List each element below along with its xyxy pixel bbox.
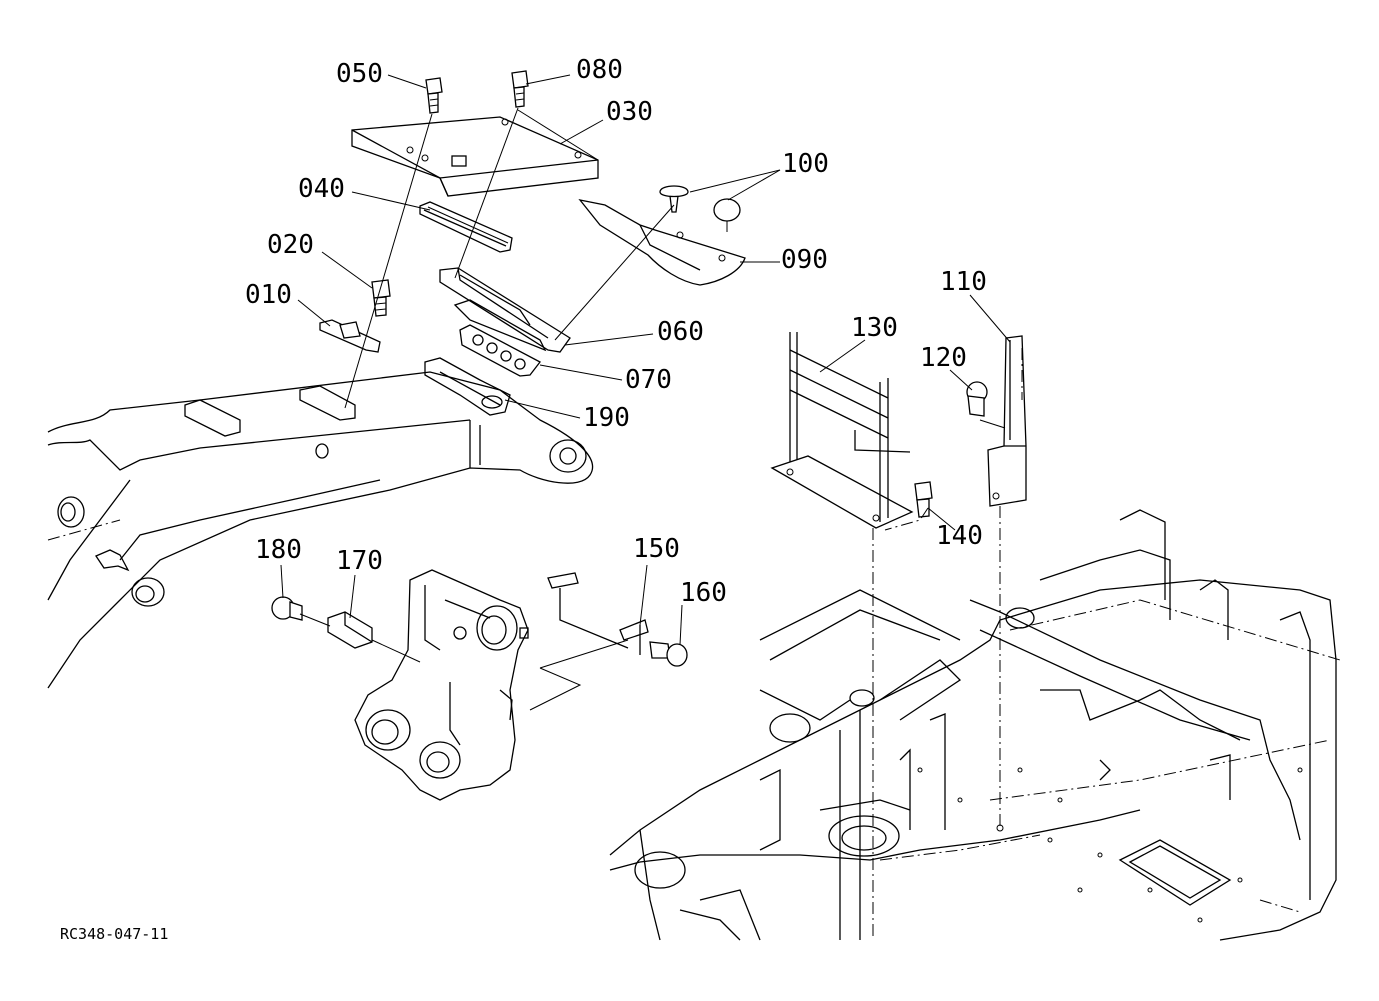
label-130: 130 xyxy=(851,313,898,343)
upper-frame xyxy=(609,509,1341,941)
assembly-lines xyxy=(872,348,1023,940)
pad-070 xyxy=(453,299,547,377)
label-030: 030 xyxy=(606,97,653,127)
bolt-080 xyxy=(511,70,529,108)
label-100: 100 xyxy=(782,149,829,179)
pin-170 xyxy=(327,611,373,649)
label-120: 120 xyxy=(920,343,967,373)
boom-arm xyxy=(47,357,594,689)
cover-090 xyxy=(578,199,746,286)
stand-130 xyxy=(770,332,914,529)
label-060: 060 xyxy=(657,317,704,347)
bracket-150 xyxy=(547,572,649,655)
label-070: 070 xyxy=(625,365,672,395)
bracket-110 xyxy=(987,335,1027,507)
label-110: 110 xyxy=(940,267,987,297)
label-090: 090 xyxy=(781,245,828,275)
plate-060 xyxy=(439,267,571,353)
bolt-160 xyxy=(649,641,688,667)
strip-040 xyxy=(419,201,513,253)
label-190: 190 xyxy=(583,403,630,433)
plate-030 xyxy=(351,116,599,197)
label-010: 010 xyxy=(245,280,292,310)
bolt-050 xyxy=(425,77,443,114)
label-leaders xyxy=(280,74,1011,646)
fitting-120 xyxy=(966,381,1006,429)
label-050: 050 xyxy=(336,59,383,89)
label-040: 040 xyxy=(298,174,345,204)
label-020: 020 xyxy=(267,230,314,260)
label-180: 180 xyxy=(255,535,302,565)
reference-code: RC348-047-11 xyxy=(60,925,168,943)
clip-100 xyxy=(659,185,741,232)
swing-bracket xyxy=(354,569,529,801)
label-150: 150 xyxy=(633,534,680,564)
label-080: 080 xyxy=(576,55,623,85)
upper-parts-group xyxy=(319,70,746,409)
label-140: 140 xyxy=(936,521,983,551)
lower-leader-lines xyxy=(299,613,629,711)
grease-fitting-180 xyxy=(271,596,303,621)
bolt-020 xyxy=(371,279,391,317)
fitting-140 xyxy=(914,481,933,518)
label-160: 160 xyxy=(680,578,727,608)
label-170: 170 xyxy=(336,546,383,576)
bracket-010 xyxy=(319,319,381,353)
